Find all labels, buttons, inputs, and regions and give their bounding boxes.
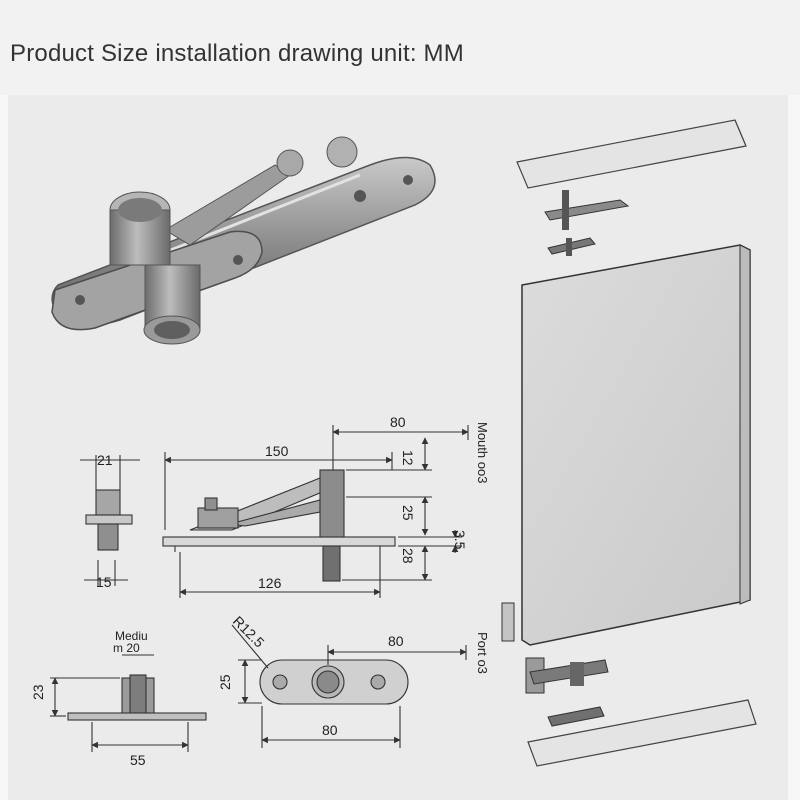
dim-25-pin: 25 [400,505,416,521]
label-medium: Mediu m 20 [113,629,151,655]
socket-view-labels: Mediu m 20 23 55 [30,629,151,768]
end-view-labels: 21 15 [96,452,113,590]
door-assembly [501,119,757,767]
page-title: Product Size installation drawing unit: … [10,40,464,67]
dim-80-top: 80 [390,414,406,430]
dim-21: 21 [97,452,113,468]
dim-28: 28 [400,548,416,564]
note-mouth: Mouth oo3 [475,422,490,483]
socket-view-drawing [50,654,207,752]
dim-150: 150 [265,443,289,459]
note-port: Port o3 [475,632,490,674]
dim-126: 126 [258,575,282,591]
pivot-hinge-photo [51,136,436,345]
header-band: Product Size installation drawing unit: … [0,0,800,95]
side-view-drawing [162,425,469,598]
plate-view-drawing [231,624,467,748]
dim-80-plate: 80 [388,633,404,649]
dim-80-bottom: 80 [322,722,338,738]
dim-25-plate: 25 [217,674,233,690]
end-view-drawing [80,455,140,586]
dim-12: 12 [400,450,416,466]
side-view-labels: 150 80 12 25 3.5 28 126 Mouth oo3 [258,414,490,591]
dim-3-5: 3.5 [452,530,468,550]
dim-23: 23 [30,684,46,700]
dim-55: 55 [130,752,146,768]
dim-15: 15 [96,574,112,590]
